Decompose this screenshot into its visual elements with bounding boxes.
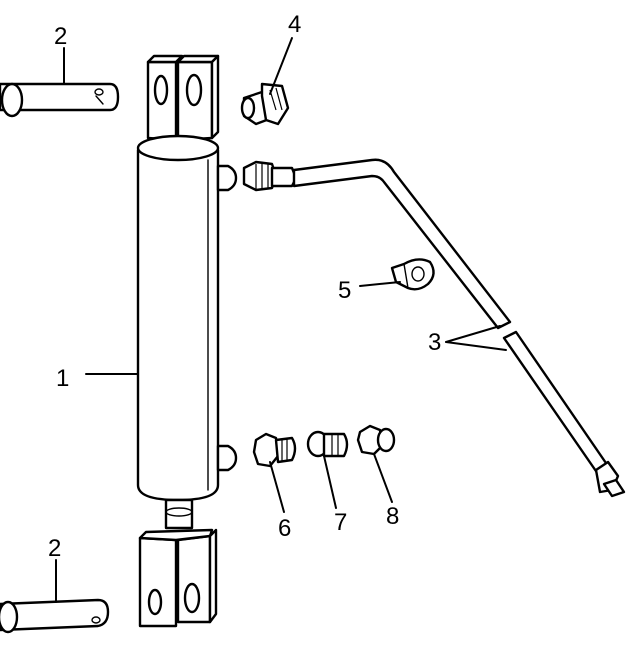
leader-3a xyxy=(445,325,501,343)
pin-bottom xyxy=(0,598,110,634)
plug-6 xyxy=(252,432,297,468)
callout-2-bottom: 2 xyxy=(48,535,61,562)
hydraulic-tube xyxy=(242,158,626,498)
plug-7 xyxy=(306,430,349,458)
callout-3: 3 xyxy=(428,329,441,356)
elbow-fitting xyxy=(240,82,290,126)
leader-7 xyxy=(323,455,337,509)
callout-5: 5 xyxy=(338,277,351,304)
leader-6 xyxy=(269,461,285,513)
pin-top xyxy=(0,82,120,118)
callout-4: 4 xyxy=(288,11,301,38)
callout-1: 1 xyxy=(56,365,69,392)
tube-clip xyxy=(390,258,435,291)
nut-8 xyxy=(356,424,396,456)
callout-8: 8 xyxy=(386,503,399,530)
callout-7: 7 xyxy=(334,509,347,536)
hydraulic-cylinder xyxy=(136,54,238,628)
leader-3b xyxy=(445,341,507,351)
callout-6: 6 xyxy=(278,515,291,542)
leader-8 xyxy=(373,453,393,503)
leader-lines xyxy=(55,37,507,603)
leader-5 xyxy=(359,281,401,287)
leader-4 xyxy=(269,37,293,95)
callout-2-top: 2 xyxy=(54,23,67,50)
